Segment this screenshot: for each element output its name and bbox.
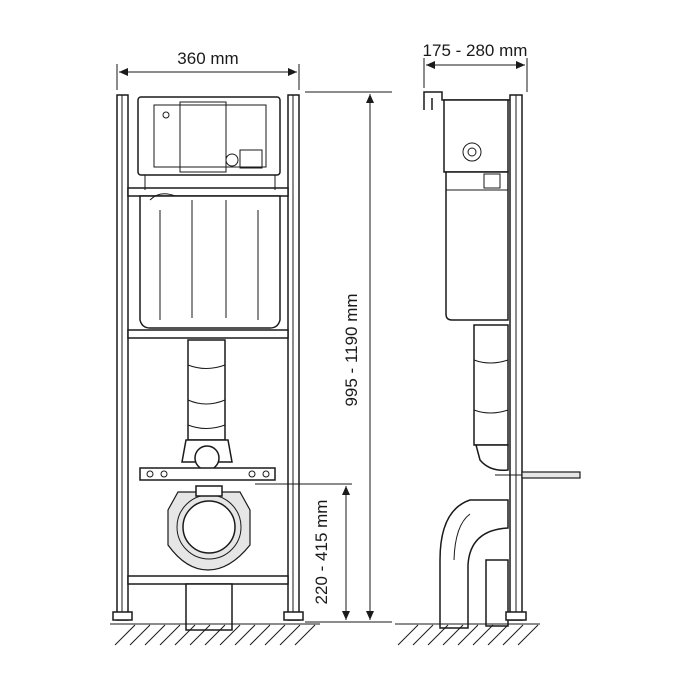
depth-dimension: 175 - 280 mm: [423, 41, 528, 92]
outlet-opening: [182, 500, 236, 554]
front-floor: [110, 623, 320, 646]
flush-pipe: [187, 339, 226, 441]
cistern-body: [139, 195, 281, 329]
bottom-crossbar: [127, 575, 289, 585]
outlet-height-dimension: 220 - 415 mm: [255, 483, 352, 620]
front-view: [110, 94, 320, 646]
height-label: 995 - 1190 mm: [342, 293, 361, 406]
height-dimension: 995 - 1190 mm: [305, 91, 392, 623]
middle-crossbar: [127, 329, 289, 339]
side-floor: [395, 623, 540, 646]
top-crossbar: [127, 187, 289, 197]
side-view: [395, 91, 581, 646]
drain-pipe: [185, 583, 233, 631]
depth-label: 175 - 280 mm: [423, 41, 528, 60]
outlet-height-label: 220 - 415 mm: [312, 500, 331, 605]
wc-bracket: [139, 467, 276, 481]
width-dimension: 360 mm: [116, 49, 300, 90]
width-label: 360 mm: [177, 49, 238, 68]
side-bend-pipe: [439, 499, 509, 629]
cistern-head: [137, 96, 281, 176]
mounting-rod: [521, 471, 581, 479]
side-cistern: [445, 171, 509, 321]
